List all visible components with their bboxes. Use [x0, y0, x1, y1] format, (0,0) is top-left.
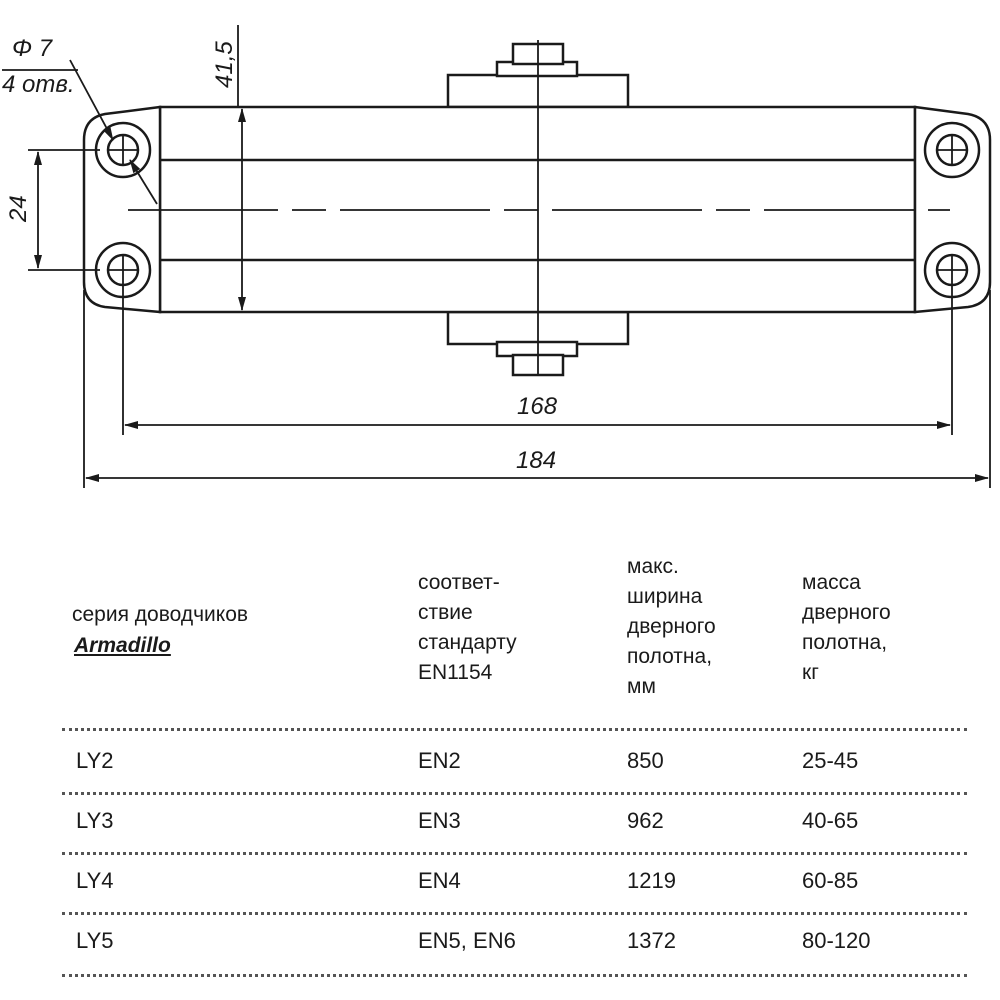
cell-door-mass: 40-65 [802, 808, 859, 833]
right-end-cap [913, 105, 992, 314]
hole-diameter-leader-inner [129, 159, 158, 205]
cell-standard: EN4 [418, 868, 461, 893]
header-series: серия доводчиков [72, 603, 249, 626]
cell-max-width: 850 [627, 748, 664, 773]
hole-diameter-label: Φ 7 [12, 35, 54, 62]
header-door-mass: масса дверного полотна, кг [802, 571, 891, 684]
cell-max-width: 1219 [627, 868, 676, 893]
cell-door-mass: 25-45 [802, 748, 859, 773]
cell-max-width: 1372 [627, 928, 676, 953]
cell-door-mass: 60-85 [802, 868, 859, 893]
door-closer-drawing: Φ 7 4 отв. 41,5 24 168 184 [2, 25, 992, 488]
table-row: LY5 EN5, EN6 1372 80-120 [62, 912, 967, 972]
table-row: LY3 EN3 962 40-65 [62, 792, 967, 852]
left-end-cap [82, 105, 162, 314]
hole-crosshairs [108, 135, 967, 285]
table-row: LY2 EN2 850 25-45 [62, 732, 967, 792]
cell-series: LY3 [76, 808, 114, 833]
header-standard: соответ- ствие стандарту EN1154 [418, 571, 517, 684]
cell-series: LY4 [76, 868, 114, 893]
hole-diameter-leader [69, 59, 114, 141]
height-dimension-label: 41,5 [211, 41, 238, 88]
table-row: LY4 EN4 1219 60-85 [62, 852, 967, 912]
inner-length-dimension-label: 168 [517, 393, 558, 420]
cell-standard: EN2 [418, 748, 461, 773]
cell-max-width: 962 [627, 808, 664, 833]
divider [62, 974, 967, 977]
cell-door-mass: 80-120 [802, 928, 871, 953]
divider [62, 912, 967, 915]
hole-count-label: 4 отв. [2, 71, 75, 98]
divider [62, 728, 967, 731]
hole-spacing-dimension-label: 24 [5, 195, 32, 223]
cell-series: LY2 [76, 748, 114, 773]
cell-series: LY5 [76, 928, 114, 953]
divider [62, 792, 967, 795]
header-max-width: макс. ширина дверного полотна, мм [627, 555, 716, 698]
overall-length-dimension-label: 184 [516, 447, 556, 474]
cell-standard: EN3 [418, 808, 461, 833]
cell-standard: EN5, EN6 [418, 928, 516, 953]
divider [62, 852, 967, 855]
header-brand: Armadillo [74, 634, 171, 657]
